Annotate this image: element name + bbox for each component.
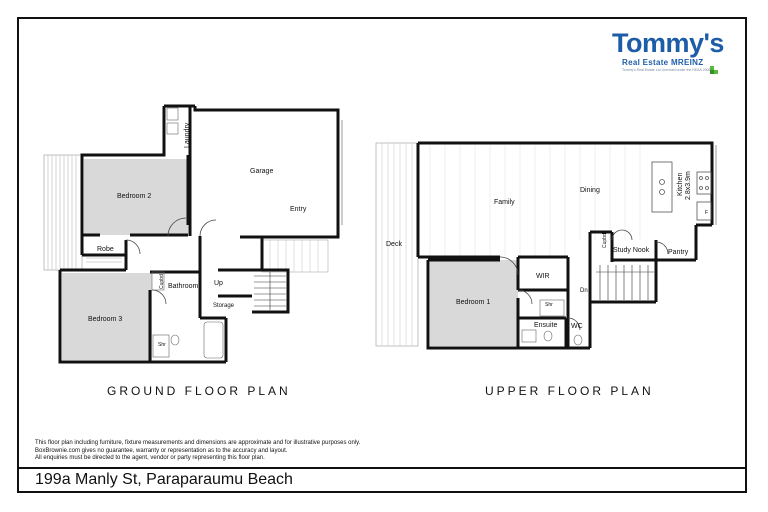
upper-living-floor bbox=[429, 145, 641, 256]
upper-walls bbox=[416, 141, 714, 350]
label-bedroom-2: Bedroom 2 bbox=[117, 193, 151, 200]
bedroom-1-floor bbox=[430, 260, 518, 346]
label-kitchen: Kitchen bbox=[677, 173, 684, 196]
label-garage: Garage bbox=[250, 168, 273, 175]
label-fridge: F bbox=[705, 210, 708, 216]
logo-tagline: Tommy's Real Estate Ltd Licensed under t… bbox=[622, 68, 711, 72]
label-shr-ground: Shr bbox=[158, 342, 166, 348]
label-dining: Dining bbox=[580, 187, 600, 194]
ground-floor-title: GROUND FLOOR PLAN bbox=[107, 384, 291, 398]
label-family: Family bbox=[494, 199, 515, 206]
upper-stairs bbox=[596, 265, 654, 300]
label-bathroom: Bathroom bbox=[168, 283, 199, 290]
house-key-icon bbox=[710, 66, 718, 74]
label-study-nook: Study Nook bbox=[613, 247, 650, 254]
label-cupbd-ground: Cupbd bbox=[159, 274, 165, 289]
label-bedroom-3: Bedroom 3 bbox=[88, 316, 122, 323]
agency-logo: Tommy's Real Estate MREINZ Tommy's Real … bbox=[612, 28, 744, 78]
label-entry: Entry bbox=[290, 206, 307, 213]
label-shr-upper: Shr bbox=[545, 302, 553, 308]
address-divider bbox=[17, 467, 747, 469]
bedroom-3-floor bbox=[62, 273, 152, 360]
label-wir: WIR bbox=[536, 273, 550, 280]
property-address: 199a Manly St, Paraparaumu Beach bbox=[35, 471, 293, 488]
label-kitchen-size: 2.8x3.9m bbox=[685, 171, 692, 200]
upper-floor-title: UPPER FLOOR PLAN bbox=[485, 384, 654, 398]
kitchen-bench bbox=[651, 161, 712, 221]
label-storage: Storage bbox=[213, 303, 235, 309]
bedroom-2-floor bbox=[84, 159, 188, 235]
label-deck: Deck bbox=[386, 241, 402, 248]
bathroom-fixtures bbox=[151, 271, 224, 359]
ground-walls bbox=[58, 104, 340, 364]
disclaimer-line: BoxBrownie.com gives no guarantee, warra… bbox=[35, 447, 288, 454]
disclaimer: This floor plan including furniture, fix… bbox=[35, 440, 360, 463]
label-ensuite: Ensuite bbox=[534, 322, 557, 329]
disclaimer-line: All enquiries must be directed to the ag… bbox=[35, 455, 265, 461]
upper-doors bbox=[499, 229, 669, 331]
label-up: Up bbox=[214, 280, 223, 287]
label-wc: WC bbox=[571, 323, 583, 330]
ground-front-path bbox=[261, 239, 329, 273]
ground-patio-left bbox=[43, 154, 83, 271]
robe-rail bbox=[86, 257, 122, 263]
label-bedroom-1: Bedroom 1 bbox=[456, 299, 490, 306]
label-dn: Dn bbox=[580, 288, 588, 294]
laundry-fixtures bbox=[166, 107, 179, 135]
label-laundry: Laundry bbox=[184, 122, 191, 148]
logo-wordmark: Tommy's bbox=[612, 28, 724, 58]
ensuite-fixtures bbox=[521, 299, 583, 346]
label-cupbd-upper: Cupbd bbox=[602, 233, 608, 248]
ground-stairs bbox=[254, 272, 286, 310]
logo-subtitle: Real Estate MREINZ bbox=[622, 58, 704, 67]
page-frame bbox=[17, 17, 747, 493]
label-pantry: Pantry bbox=[668, 249, 689, 256]
disclaimer-line: This floor plan including furniture, fix… bbox=[35, 440, 361, 446]
label-robe: Robe bbox=[97, 246, 114, 253]
